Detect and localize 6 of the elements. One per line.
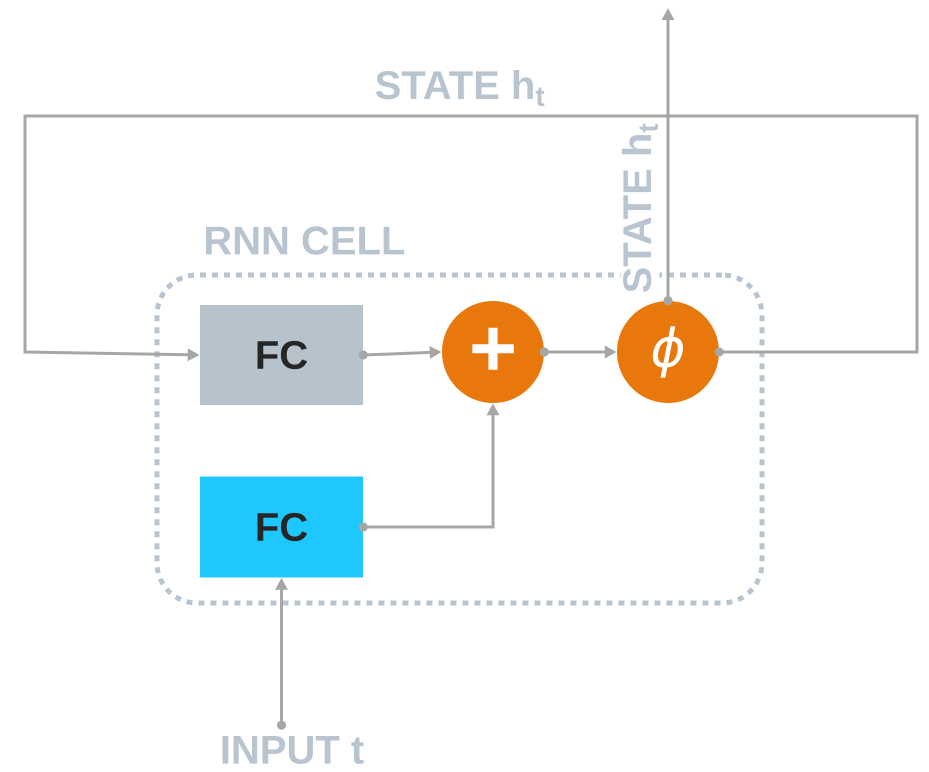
edge-label: STATE h$_{t}$ <box>620 121 660 295</box>
input-label: INPUT t <box>222 736 364 764</box>
fc-box: FC <box>200 305 363 405</box>
fc-box: FC <box>200 476 363 578</box>
node-label: RNN CELL <box>206 226 404 255</box>
edge-label: STATE h$_{t}$ <box>373 68 547 108</box>
